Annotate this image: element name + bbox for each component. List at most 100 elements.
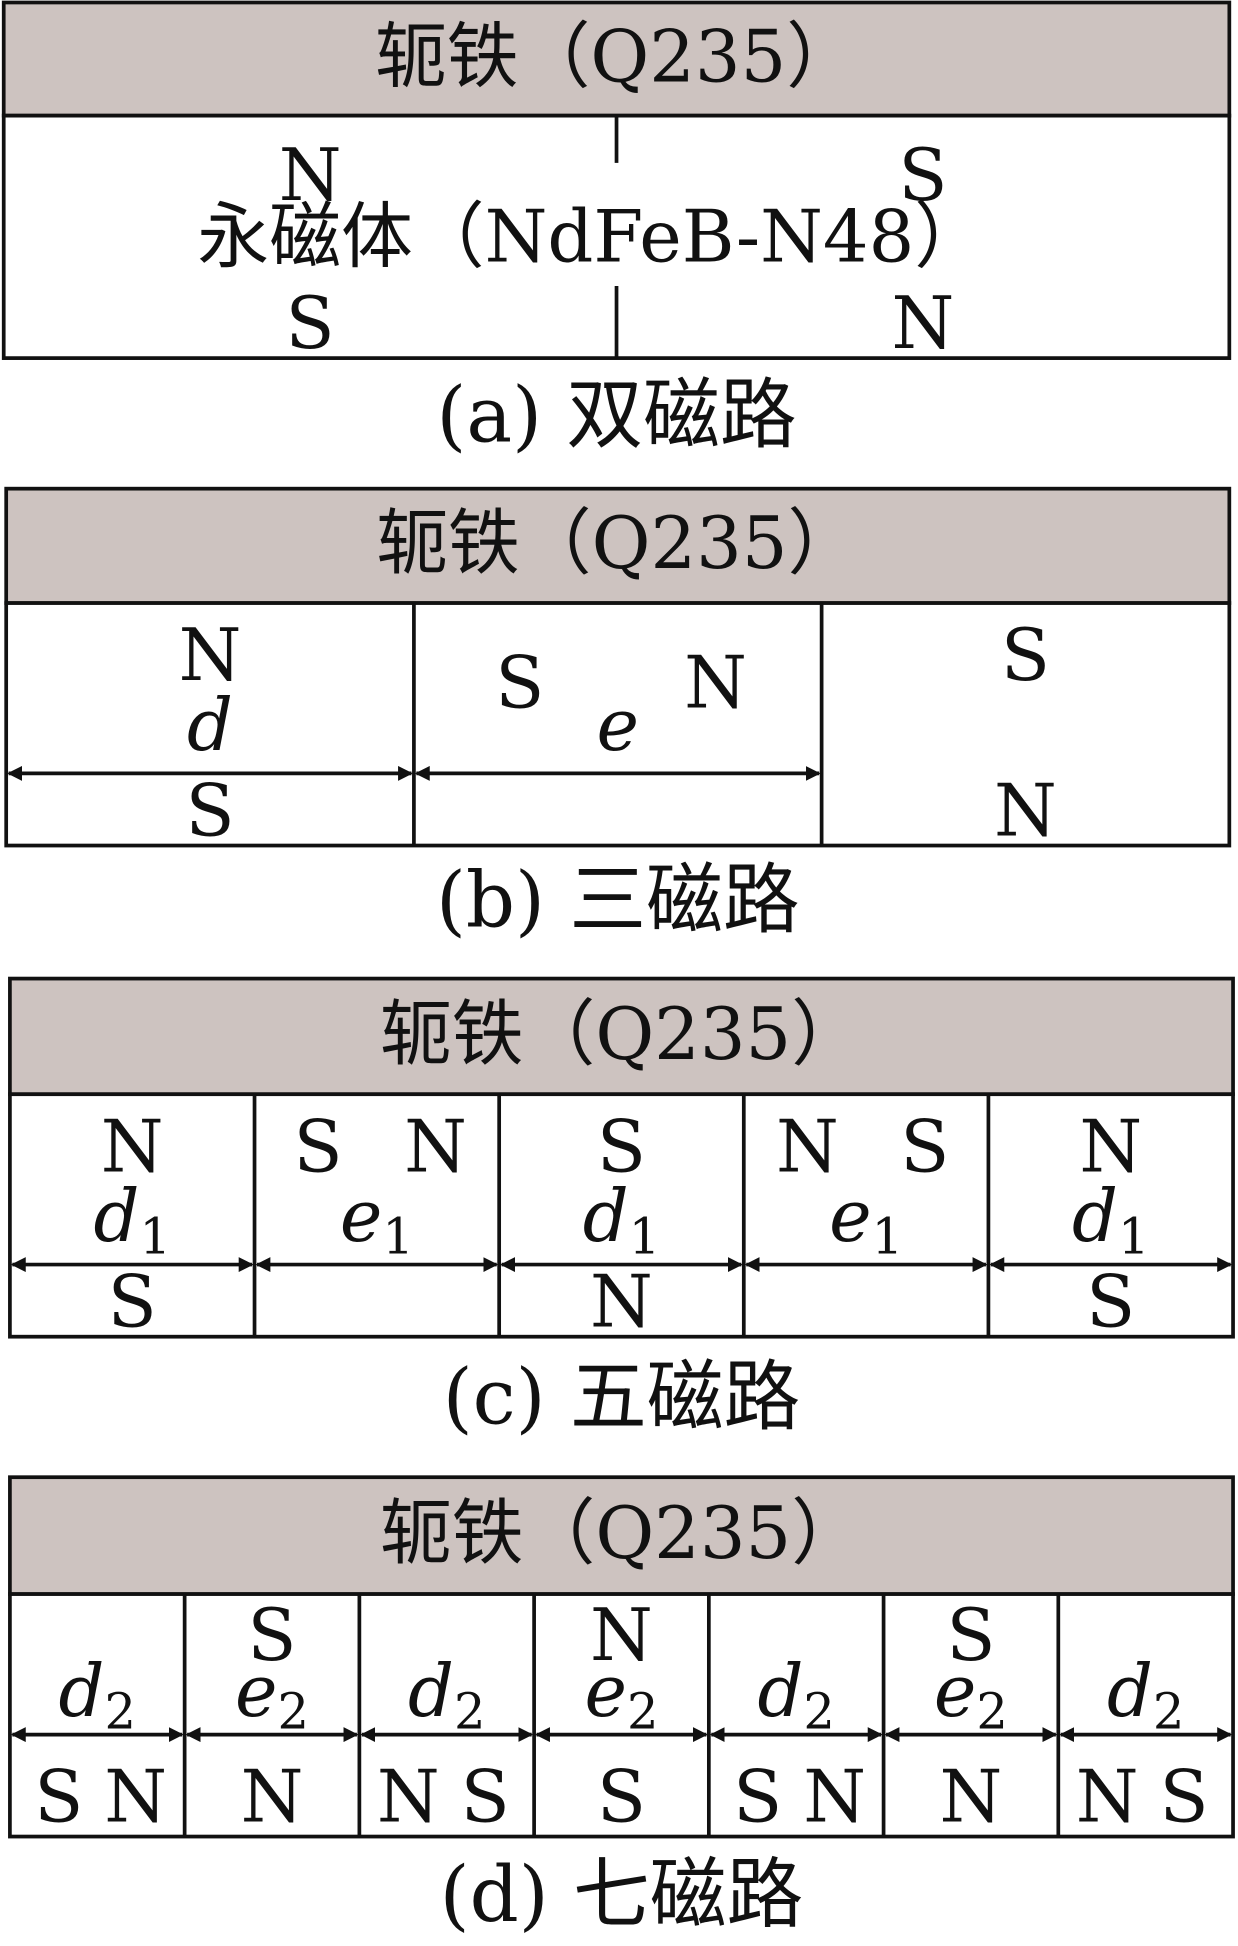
dimension-symbol-subscript: 2 [104, 1682, 136, 1740]
pole-label-bottom: S [1086, 1260, 1135, 1344]
pole-label-top: N [1079, 1104, 1142, 1188]
dimension-symbol-letter: d [1107, 1649, 1153, 1733]
dimension-symbol: e2 [934, 1649, 1008, 1741]
pole-label-bottom: N [994, 768, 1057, 852]
dimension-symbol-letter: d [408, 1649, 454, 1733]
dimension-symbol-subscript: 1 [139, 1207, 171, 1265]
dimension-symbol-subscript: 2 [278, 1682, 310, 1740]
yoke-label: 轭铁（Q235） [375, 14, 858, 98]
yoke-label: 轭铁（Q235） [376, 501, 859, 585]
pole-label-bottom-left: N [1076, 1754, 1139, 1838]
pole-label-bottom: S [597, 1754, 646, 1838]
dimension-symbol-letter: e [340, 1174, 383, 1258]
pole-label-bottom-right: S [1160, 1754, 1209, 1838]
panel-caption: (b) 三磁路 [436, 856, 800, 945]
panel-caption: (c) 五磁路 [443, 1354, 800, 1443]
pole-label-bottom: S [286, 281, 335, 365]
pole-label-top: N [590, 1593, 653, 1677]
dimension-symbol-letter: e [235, 1649, 278, 1733]
magnet-label: 永磁体（NdFeB-N48） [197, 195, 986, 279]
pole-label-bottom-left: S [34, 1754, 83, 1838]
panel-caption: (a) 双磁路 [436, 371, 796, 460]
dimension-symbol-letter: d [1072, 1174, 1118, 1258]
pole-label-bottom-left: S [733, 1754, 782, 1838]
pole-label-right: S [900, 1104, 949, 1188]
dimension-symbol-subscript: 2 [454, 1682, 486, 1740]
pole-label-top: S [946, 1593, 995, 1677]
pole-label-top: S [1001, 613, 1050, 697]
dimension-symbol: d1 [1072, 1174, 1149, 1266]
dimension-symbol-letter: e [597, 683, 640, 767]
yoke-block [1, 0, 1232, 118]
dimension-symbol-letter: d [187, 683, 233, 767]
pole-label-bottom: N [940, 1754, 1003, 1838]
dimension-symbol: d1 [583, 1174, 660, 1266]
pole-label-bottom: N [590, 1260, 653, 1344]
magnet-band [8, 1592, 1235, 1839]
pole-label-bottom-left: N [377, 1754, 440, 1838]
magnet-segment: NSd [7, 613, 413, 853]
pole-label-top: S [247, 1593, 296, 1677]
dimension-symbol-letter: e [584, 1649, 627, 1733]
dimension-symbol-subscript: 2 [627, 1682, 659, 1740]
pole-label-right: N [684, 640, 747, 724]
yoke-label: 轭铁（Q235） [380, 992, 863, 1076]
magnet-segment: S Ne [412, 603, 821, 846]
dimension-symbol-subscript: 1 [629, 1207, 661, 1265]
pole-label-bottom: S [108, 1260, 157, 1344]
dimension-symbol-subscript: 1 [872, 1207, 904, 1265]
dimension-symbol: e [597, 683, 640, 767]
yoke-block [8, 1475, 1235, 1596]
dimension-symbol-letter: e [934, 1649, 977, 1733]
pole-label-bottom: N [241, 1754, 304, 1838]
pole-label-top: S [898, 133, 947, 217]
dimension-symbol-subscript: 1 [382, 1207, 414, 1265]
dimension-symbol-subscript: 2 [803, 1682, 835, 1740]
dimension-symbol-letter: e [829, 1174, 872, 1258]
pole-label-bottom-right: S [461, 1754, 510, 1838]
magnet-segment: NS [279, 133, 342, 365]
magnet-segment: SN [819, 603, 1057, 853]
panel-caption: (d) 七磁路 [440, 1851, 804, 1940]
magnet-segment: SN [614, 115, 955, 365]
pole-label-bottom-right: N [803, 1754, 866, 1838]
dimension-symbol-letter: d [59, 1649, 105, 1733]
dimension-symbol-letter: d [583, 1174, 629, 1258]
dimension-symbol: e2 [235, 1649, 309, 1741]
pole-label-top: N [279, 133, 342, 217]
dimension-symbol-subscript: 2 [1153, 1682, 1185, 1740]
yoke-block [4, 486, 1232, 605]
dimension-symbol: e1 [340, 1174, 414, 1266]
pole-label-left: S [495, 640, 544, 724]
dimension-symbol: d1 [93, 1174, 170, 1266]
pole-label-top: N [101, 1104, 164, 1188]
magnet-band [8, 1092, 1235, 1339]
dimension-symbol: e1 [829, 1174, 903, 1266]
dimension-symbol-subscript: 2 [976, 1682, 1008, 1740]
pole-label-left: N [776, 1104, 839, 1188]
pole-label-bottom: N [892, 281, 955, 365]
pole-label-right: N [404, 1104, 467, 1188]
pole-label-bottom-right: N [104, 1754, 167, 1838]
dimension-symbol-subscript: 1 [1118, 1207, 1150, 1265]
dimension-symbol: d [187, 683, 233, 767]
yoke-label: 轭铁（Q235） [380, 1491, 863, 1575]
pole-label-left: S [294, 1104, 343, 1188]
